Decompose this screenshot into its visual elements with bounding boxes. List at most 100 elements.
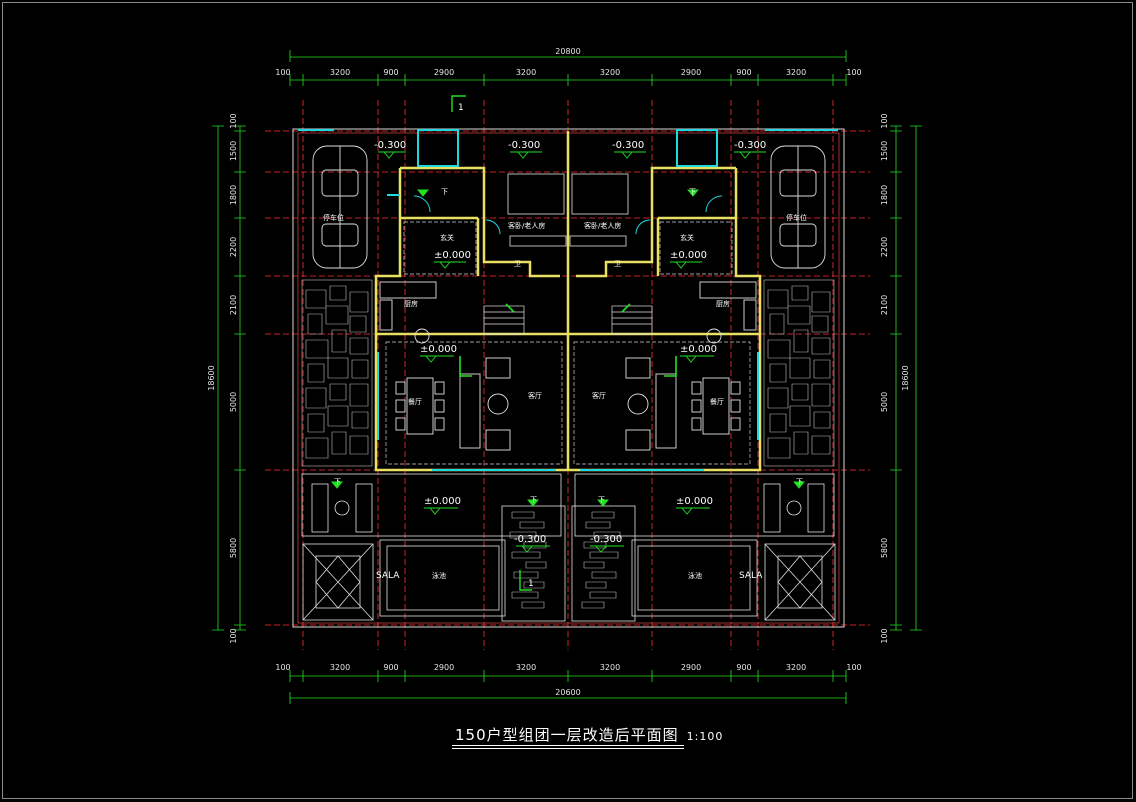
dim-overall-bottom: 20600 xyxy=(555,688,580,697)
dim-bottom-7: 900 xyxy=(736,663,751,672)
dim-left-2: 1800 xyxy=(229,185,238,205)
level-text: -0.300 xyxy=(734,140,766,151)
level-text: -0.300 xyxy=(514,534,546,545)
dim-bottom-0: 100 xyxy=(275,663,290,672)
level-texts: -0.300 -0.300 -0.300 -0.300 ±0.000 ±0.00… xyxy=(374,140,766,545)
dining-table-icon xyxy=(395,377,741,435)
dim-right-2: 1800 xyxy=(880,185,889,205)
room-label-parking: 停车位 xyxy=(786,213,807,222)
drawing-title: 150户型组团一层改造后平面图 1:100 xyxy=(455,724,723,745)
dim-bottom-9: 100 xyxy=(846,663,861,672)
room-label-living: 客厅 xyxy=(592,391,606,400)
dim-left-5: 5000 xyxy=(229,392,238,412)
drawing-title-text: 150户型组团一层改造后平面图 xyxy=(455,726,679,744)
level-text: ±0.000 xyxy=(420,344,457,355)
section-mark-label: 1 xyxy=(528,579,534,589)
room-labels: 停车位 停车位 玄关 玄关 厨房 厨房 餐厅 餐厅 客厅 客厅 客卧/老人房 客… xyxy=(323,103,807,589)
level-text: ±0.000 xyxy=(680,344,717,355)
room-label-living: 客厅 xyxy=(528,391,542,400)
dim-right-4: 2100 xyxy=(880,295,889,315)
room-label-pool: 泳池 xyxy=(432,571,446,580)
glazing xyxy=(298,129,838,471)
room-label-sala: SALA xyxy=(376,571,400,581)
room-label-guest: 客卧/老人房 xyxy=(584,221,621,230)
level-text: ±0.000 xyxy=(676,496,713,507)
dim-left-0: 100 xyxy=(229,113,238,128)
dim-top-2: 900 xyxy=(383,68,398,77)
dimension-texts: 20800 100 3200 900 2900 3200 3200 2900 9… xyxy=(207,47,910,697)
room-label-sala: SALA xyxy=(739,571,763,581)
section-marker xyxy=(451,95,532,591)
dim-top-7: 900 xyxy=(736,68,751,77)
room-label-entry: 玄关 xyxy=(680,233,694,242)
dim-top-0: 100 xyxy=(275,68,290,77)
level-text: ±0.000 xyxy=(424,496,461,507)
title-underline xyxy=(452,748,684,749)
dim-left-4: 2100 xyxy=(229,295,238,315)
level-text: -0.300 xyxy=(374,140,406,151)
dim-bottom-3: 2900 xyxy=(434,663,454,672)
room-label-guest: 客卧/老人房 xyxy=(508,221,545,230)
dim-top-6: 2900 xyxy=(681,68,701,77)
sala-pavilion-icon xyxy=(302,543,836,621)
dim-right-7: 100 xyxy=(880,628,889,643)
title-underline xyxy=(452,745,684,746)
section-mark-label: 1 xyxy=(458,103,464,113)
dim-top-9: 100 xyxy=(846,68,861,77)
dim-bottom-6: 2900 xyxy=(681,663,701,672)
dim-bottom-1: 3200 xyxy=(330,663,350,672)
kitchen-counter xyxy=(379,281,757,344)
level-text: -0.300 xyxy=(508,140,540,151)
room-outlines xyxy=(385,221,751,465)
paving xyxy=(301,279,835,609)
walls xyxy=(374,131,762,472)
bed-icon xyxy=(507,173,629,247)
dim-right-3: 2200 xyxy=(880,237,889,257)
room-label-parking: 停车位 xyxy=(323,213,344,222)
dim-top-1: 3200 xyxy=(330,68,350,77)
stair-down-label: 下 xyxy=(689,188,696,196)
dim-bottom-4: 3200 xyxy=(516,663,536,672)
room-label-dining: 餐厅 xyxy=(710,397,724,406)
drawing-scale: 1:100 xyxy=(686,730,724,743)
lounge-chair-icon xyxy=(311,483,825,533)
level-text: ±0.000 xyxy=(670,250,707,261)
level-text: -0.300 xyxy=(612,140,644,151)
sofa-icon xyxy=(459,357,677,451)
room-label-kitchen: 厨房 xyxy=(404,299,418,308)
stair-down-label: 下 xyxy=(796,478,803,486)
stair xyxy=(483,305,653,335)
dim-bottom-8: 3200 xyxy=(786,663,806,672)
level-markers xyxy=(331,151,805,553)
dim-top-4: 3200 xyxy=(516,68,536,77)
dim-right-5: 5000 xyxy=(880,392,889,412)
room-label-pool: 泳池 xyxy=(688,571,702,580)
level-text: ±0.000 xyxy=(434,250,471,261)
dim-top-5: 3200 xyxy=(600,68,620,77)
stair-down-label: 下 xyxy=(441,188,448,196)
room-label-bath: 卫 xyxy=(514,260,521,268)
dim-bottom-5: 3200 xyxy=(600,663,620,672)
dim-right-1: 1500 xyxy=(880,141,889,161)
level-text: -0.300 xyxy=(590,534,622,545)
dim-right-0: 100 xyxy=(880,113,889,128)
dim-overall-top: 20800 xyxy=(555,47,580,56)
dim-right-total: 18600 xyxy=(901,365,910,390)
dimension-lines xyxy=(212,50,922,704)
dim-left-1: 1500 xyxy=(229,141,238,161)
dim-bottom-2: 900 xyxy=(383,663,398,672)
stair-down-label: 下 xyxy=(598,496,605,504)
dim-left-total: 18600 xyxy=(207,365,216,390)
terrace xyxy=(301,473,835,622)
stair-down-label: 下 xyxy=(334,478,341,486)
car-icon xyxy=(312,145,826,269)
dim-right-6: 5800 xyxy=(880,538,889,558)
room-label-bath: 卫 xyxy=(614,260,621,268)
room-label-dining: 餐厅 xyxy=(408,397,422,406)
room-label-kitchen: 厨房 xyxy=(716,299,730,308)
dim-left-3: 2200 xyxy=(229,237,238,257)
room-label-entry: 玄关 xyxy=(440,233,454,242)
dim-left-6: 5800 xyxy=(229,538,238,558)
